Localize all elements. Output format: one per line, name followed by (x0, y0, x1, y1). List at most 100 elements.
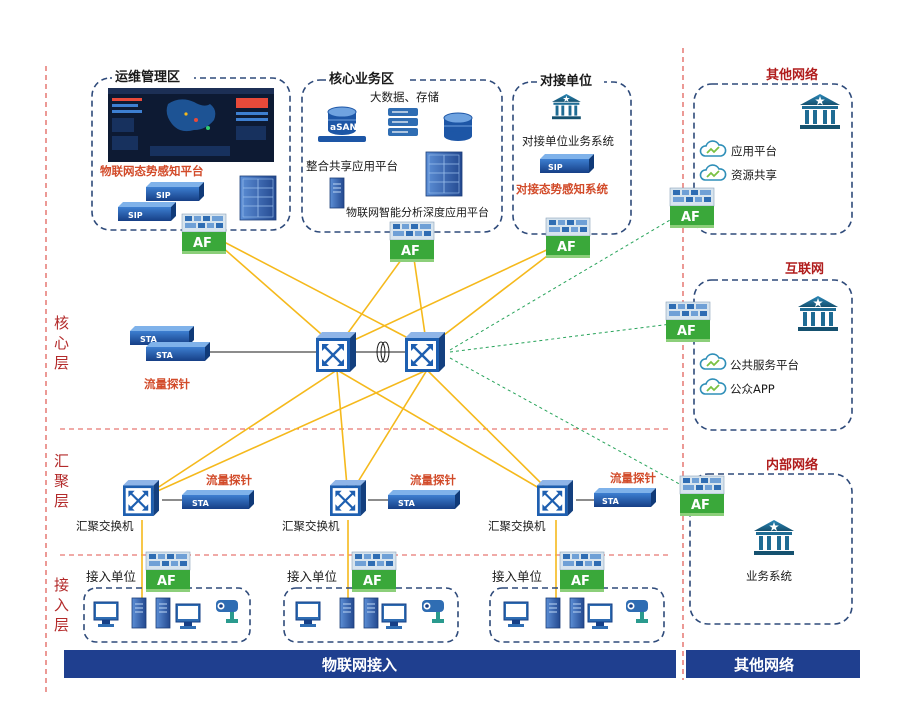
af-access-1-label: AF (157, 574, 176, 589)
access-devices-2 (295, 597, 444, 630)
access-1-camera-icon (216, 600, 238, 623)
access-3-camera-icon (626, 600, 648, 623)
access-1-tower-2-icon (155, 597, 171, 629)
storage-disk-icon (443, 112, 473, 142)
core-business-zone-title: 核心业务区 (329, 71, 394, 87)
svg-text:汇聚层: 汇聚层 (54, 452, 69, 510)
bottom-bar-other-network-label: 其他网络 (734, 656, 794, 674)
other-net-zone-title: 其他网络 (766, 67, 818, 83)
asan-label: aSAN (330, 123, 357, 133)
external-links (449, 209, 695, 493)
dock-sip-label: SIP (548, 163, 563, 172)
agg-sta-device-2: STA (388, 490, 460, 509)
af-access-2-label: AF (363, 574, 382, 589)
sip-device-2-label: SIP (128, 211, 143, 220)
public-app-label: 公众APP (730, 382, 775, 396)
access-1-pc-icon (93, 601, 119, 628)
bottom-bar-other-network (686, 650, 860, 678)
access-2-tower-icon (339, 597, 355, 629)
af-firewall-other-net: AF (669, 187, 715, 229)
access-devices-1 (93, 597, 238, 630)
access-2-monitor-icon (381, 603, 407, 630)
af-internal-label: AF (691, 498, 710, 513)
agg-switch-2-label: 汇聚交换机 (282, 519, 340, 533)
agg-probe-2-label: 流量探针 (410, 473, 456, 487)
bottom-bar-iot-access (64, 650, 676, 678)
agg-sta-1-label: STA (192, 499, 210, 508)
agg-switch-1 (121, 478, 161, 518)
core-switch-1 (314, 330, 358, 374)
af-other-net-label: AF (681, 210, 700, 225)
internal-building-icon (754, 520, 794, 555)
layer-label-core: 核心层 (54, 314, 69, 372)
big-data-label: 大数据、存储 (370, 90, 439, 104)
af-firewall-docking: AF (545, 217, 591, 259)
other-net-building-icon (800, 94, 840, 129)
dock-business-label: 对接单位业务系统 (522, 134, 614, 148)
core-links (141, 231, 569, 600)
sip-device-2: SIP (118, 202, 176, 221)
access-1-monitor-icon (175, 603, 201, 630)
ops-zone-title: 运维管理区 (115, 69, 180, 85)
public-app-cloud-icon (699, 378, 727, 395)
docking-building-icon (552, 94, 581, 120)
core-sta-1-label: STA (140, 335, 158, 344)
af-firewall-core-business: AF (389, 221, 435, 263)
core-switch-2 (403, 330, 447, 374)
bottom-bar-iot-access-label: 物联网接入 (322, 656, 397, 674)
dock-awareness-label: 对接态势感知系统 (516, 182, 608, 196)
af-firewall-internet: AF (665, 301, 711, 343)
sip-device-1-label: SIP (156, 191, 171, 200)
access-3-monitor-icon (587, 603, 613, 630)
af-firewall-ops: AF (181, 213, 227, 255)
core-sta-device-2: STA (146, 342, 210, 361)
iot-analysis-label: 物联网智能分析深度应用平台 (346, 205, 489, 219)
access-3-pc-icon (503, 601, 529, 628)
access-devices-3 (503, 597, 648, 630)
business-system-label: 业务系统 (746, 569, 792, 583)
agg-sta-3-label: STA (602, 497, 620, 506)
af-firewall-access-2: AF (351, 551, 397, 593)
af-firewall-access-1: AF (145, 551, 191, 593)
agg-switch-1-label: 汇聚交换机 (76, 519, 134, 533)
other-net-zone-box (693, 83, 853, 235)
agg-sta-device-1: STA (182, 490, 254, 509)
agg-switch-3 (535, 478, 575, 518)
af-access-3-label: AF (571, 574, 590, 589)
sip-device-1: SIP (146, 182, 204, 201)
integrated-app-label: 整合共享应用平台 (306, 159, 398, 173)
af-firewall-access-3: AF (559, 551, 605, 593)
core-probe-label: 流量探针 (144, 377, 190, 391)
access-2-camera-icon (422, 600, 444, 623)
access-3-tower-2-icon (569, 597, 585, 629)
internet-building-icon (798, 296, 838, 331)
svg-text:接入层: 接入层 (54, 576, 69, 634)
internet-zone-title: 互联网 (785, 262, 824, 277)
internal-net-zone-box (689, 473, 853, 625)
public-service-cloud-icon (699, 353, 727, 370)
resource-share-label: 资源共享 (731, 168, 777, 182)
agg-sta-device-3: STA (594, 488, 656, 507)
core-sta-2-label: STA (156, 351, 174, 360)
agg-switch-3-label: 汇聚交换机 (488, 519, 546, 533)
af-core-business-label: AF (401, 244, 420, 259)
internet-zone-box (693, 279, 853, 431)
public-service-label: 公共服务平台 (730, 358, 799, 372)
internal-net-zone-title: 内部网络 (766, 457, 818, 473)
app-platform-cloud-icon (699, 140, 727, 157)
dashboard-screenshot (108, 88, 274, 162)
iot-awareness-label: 物联网态势感知平台 (100, 164, 204, 178)
access-3-tower-icon (545, 597, 561, 629)
af-internet-label: AF (677, 324, 696, 339)
layer-label-aggregation: 汇聚层 (54, 452, 69, 510)
layer-label-access: 接入层 (54, 576, 69, 634)
core-stack-link (356, 341, 405, 363)
app-platform-label: 应用平台 (731, 144, 777, 158)
agg-sta-2-label: STA (398, 499, 416, 508)
access-1-tower-icon (131, 597, 147, 629)
access-unit-3-label: 接入单位 (492, 569, 542, 584)
agg-switch-2 (328, 478, 368, 518)
access-unit-2-label: 接入单位 (287, 569, 337, 584)
access-2-pc-icon (295, 601, 321, 628)
